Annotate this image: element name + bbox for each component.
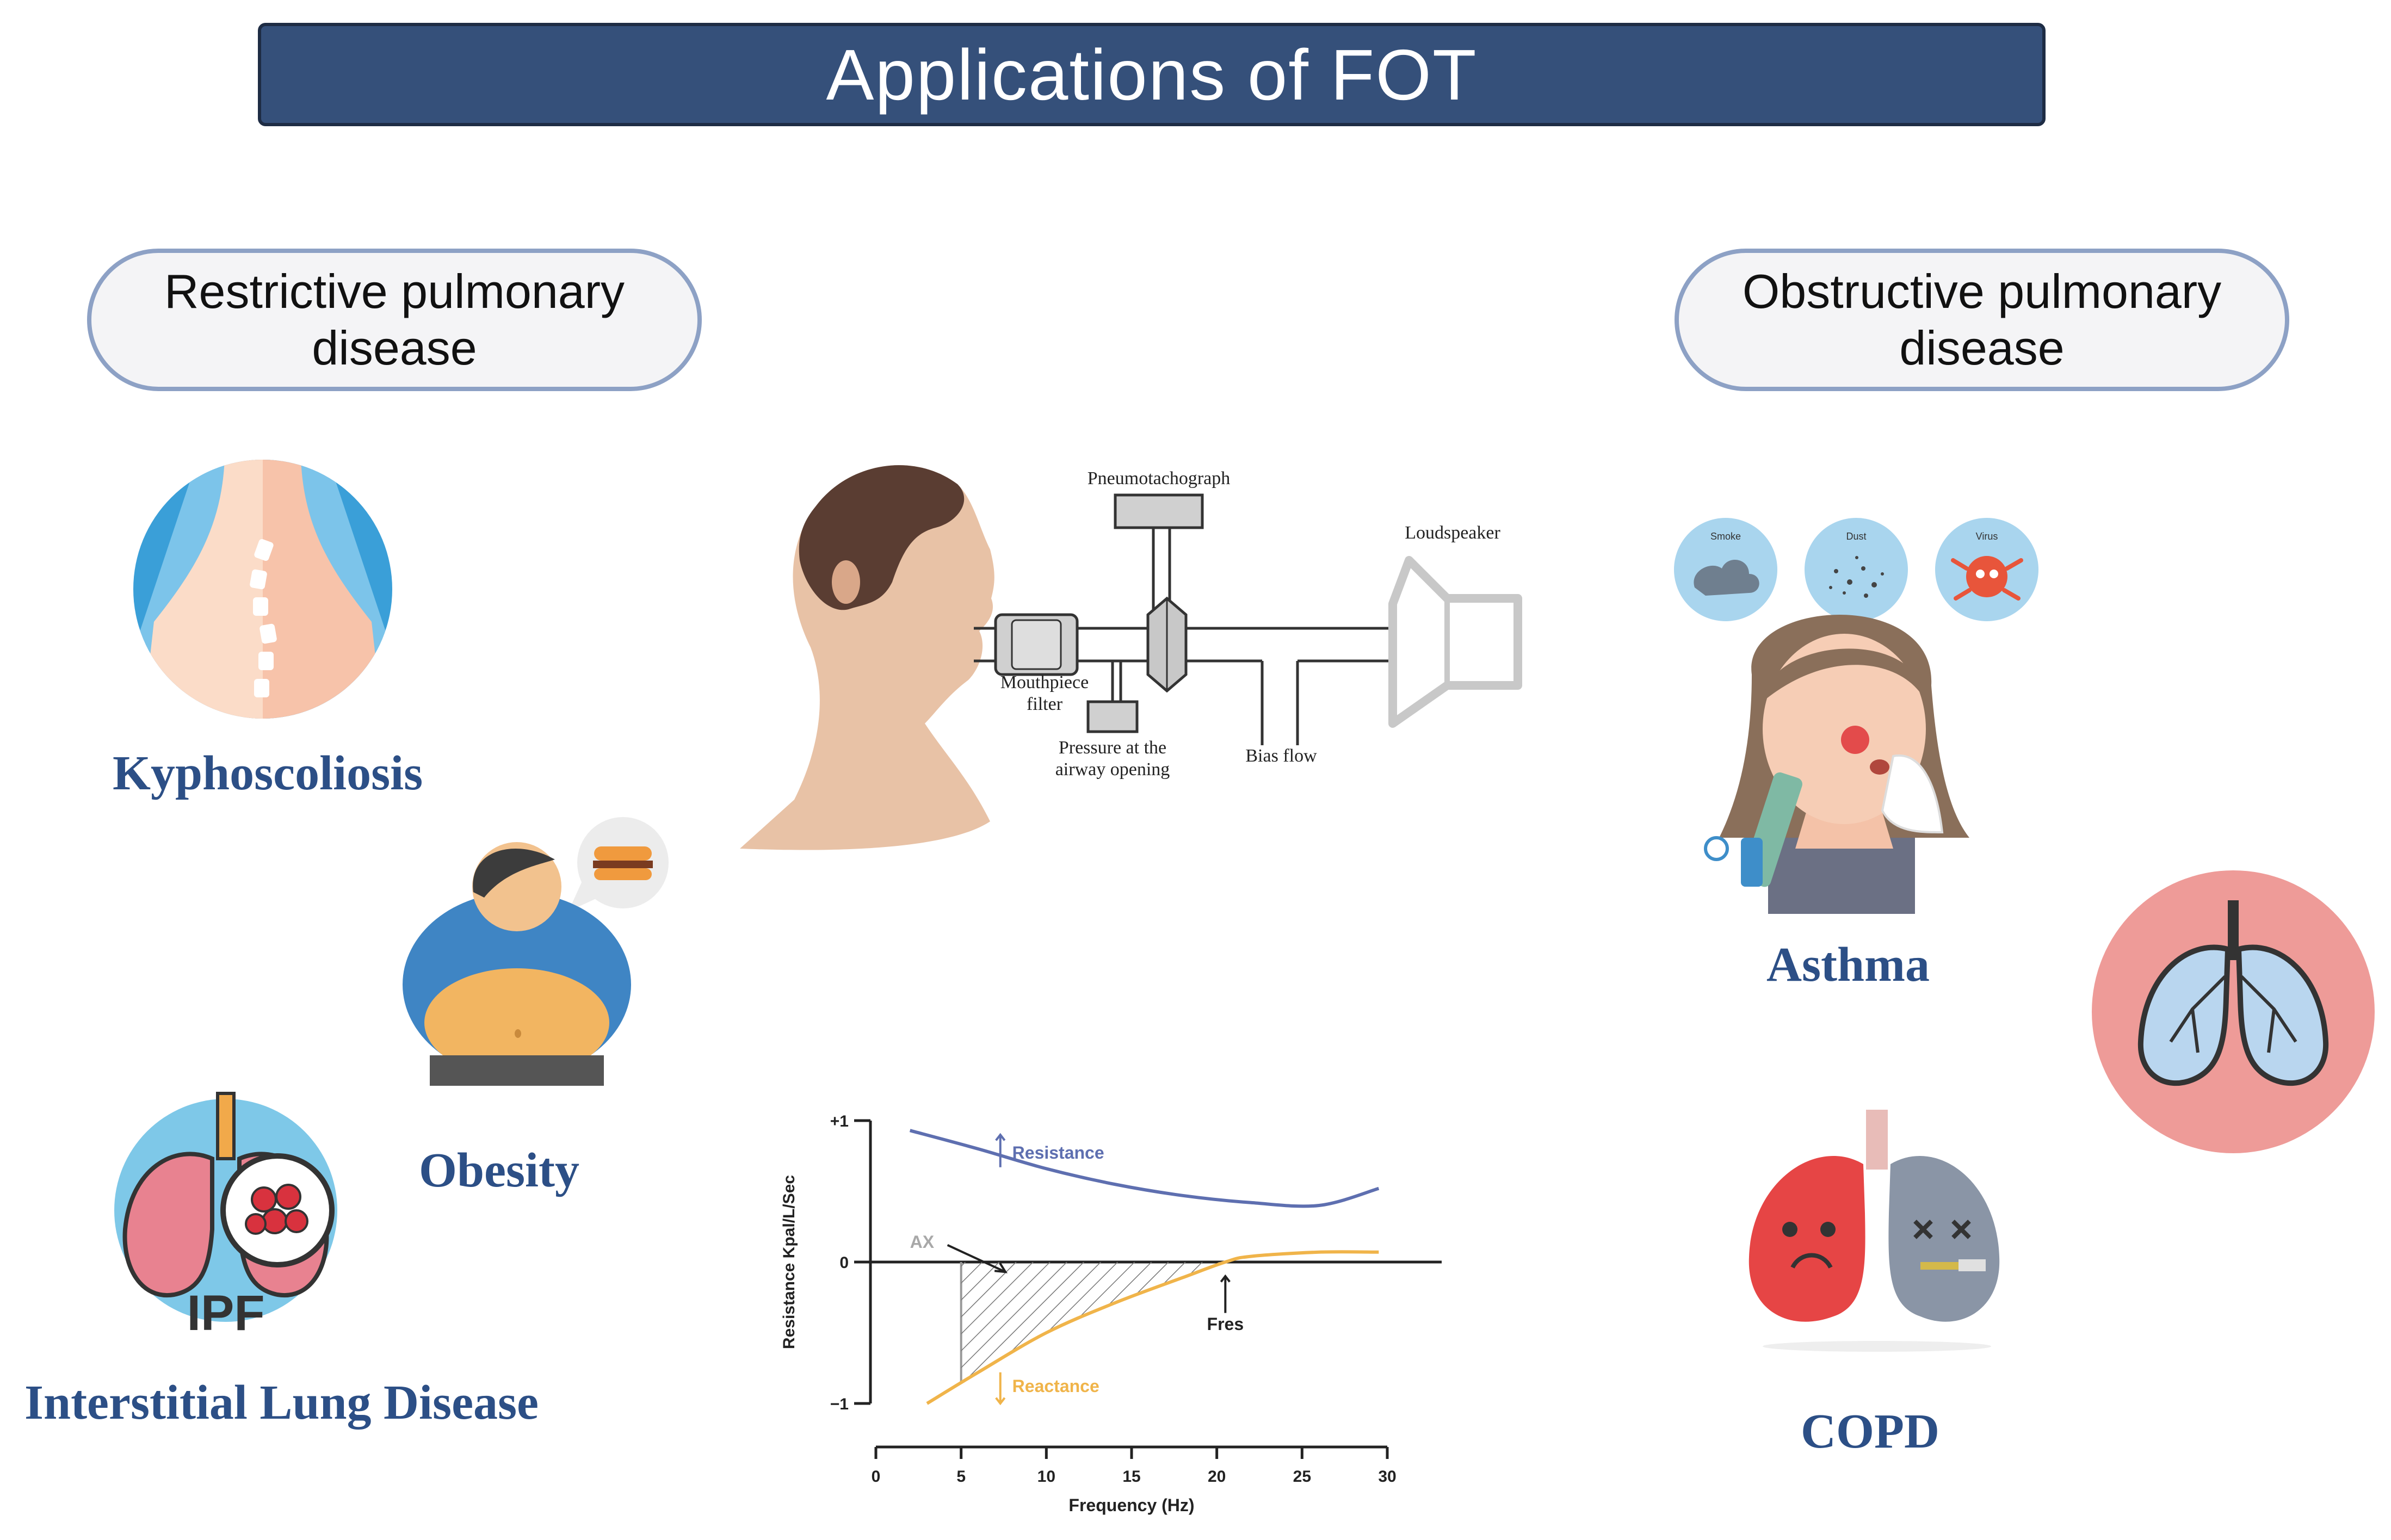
page-title: Applications of FOT: [826, 34, 1478, 115]
ild-label: Interstitial Lung Disease: [24, 1376, 539, 1430]
y-tick-label: 0: [839, 1254, 849, 1272]
pressure-label-line2: airway opening: [1055, 759, 1170, 780]
x-tick-label: 20: [1208, 1468, 1226, 1486]
ax-pointer-arrow: [947, 1244, 1008, 1273]
fres-annotation-label: Fres: [1207, 1314, 1244, 1334]
obesity-person-icon: [403, 817, 669, 1086]
fres-pointer-arrow: [1220, 1274, 1231, 1313]
y-tick-label: −1: [830, 1395, 849, 1413]
kyphoscoliosis-label: Kyphoscoliosis: [113, 746, 423, 800]
resistance-legend-label: Resistance: [1012, 1143, 1104, 1162]
ax-hatched-area: [961, 1262, 1226, 1383]
pressure-label-line1: Pressure at the: [1059, 738, 1166, 758]
x-axis-label: Frequency (Hz): [1068, 1495, 1194, 1515]
resistance-series-line: [909, 1129, 1380, 1208]
title-banner: Applications of FOT: [258, 23, 2046, 126]
x-tick-label: 15: [1122, 1468, 1140, 1486]
obstructive-label-line2: disease: [1899, 321, 2065, 375]
obstructive-category-pill: Obstructive pulmonary disease: [1675, 249, 2289, 391]
x-tick-label: 5: [956, 1468, 966, 1486]
asthma-trigger-bubbles: Smoke Dust Virus: [1674, 518, 2038, 621]
copd-lungs-icon: [1749, 1110, 2000, 1352]
ax-annotation-label: AX: [910, 1232, 935, 1252]
obesity-label: Obesity: [419, 1143, 580, 1197]
dust-label: Dust: [1846, 531, 1866, 542]
x-tick-label: 30: [1378, 1468, 1396, 1486]
reactance-legend-label: Reactance: [1012, 1376, 1099, 1396]
obstructive-label-line1: Obstructive pulmonary: [1742, 264, 2222, 318]
mouthpiece-label-line2: filter: [1027, 694, 1063, 714]
reactance-down-arrow: [995, 1372, 1006, 1406]
smoke-label: Smoke: [1710, 531, 1741, 542]
loudspeaker-label: Loudspeaker: [1405, 523, 1500, 543]
pneumotachograph-label: Pneumotachograph: [1088, 468, 1231, 488]
lungs-circle-icon: [2092, 870, 2375, 1153]
copd-label: COPD: [1801, 1405, 1939, 1458]
y-axis-label: Resistance Kpal/L/Sec: [780, 1175, 798, 1349]
resistance-up-arrow: [995, 1133, 1006, 1167]
fot-resistance-reactance-chart: +1 0 −1 0 5 10 15 20 25 30 Frequency (Hz) Resist…: [780, 1112, 1442, 1515]
restrictive-label-line1: Restrictive pulmonary: [164, 264, 625, 318]
asthma-label: Asthma: [1766, 938, 1930, 992]
x-tick-label: 25: [1293, 1468, 1311, 1486]
ipf-lungs-icon: IPF: [114, 1092, 337, 1338]
asthma-woman-inhaler-icon: [1704, 615, 1969, 914]
restrictive-label-line2: disease: [312, 321, 477, 375]
bias-flow-label: Bias flow: [1245, 746, 1317, 766]
x-tick-label: 10: [1037, 1468, 1055, 1486]
mouthpiece-label-line1: Mouthpiece: [1000, 672, 1089, 692]
ipf-badge-text: IPF: [187, 1285, 264, 1338]
reactance-series-line: [926, 1250, 1379, 1405]
y-tick-label: +1: [830, 1112, 849, 1130]
fot-apparatus-diagram: Pneumotachograph Loudspeaker Mouthpiece …: [740, 465, 1522, 850]
restrictive-category-pill: Restrictive pulmonary disease: [87, 249, 702, 391]
kyphoscoliosis-back-icon: [133, 460, 392, 719]
virus-label: Virus: [1976, 531, 1998, 542]
x-tick-label: 0: [872, 1468, 881, 1486]
